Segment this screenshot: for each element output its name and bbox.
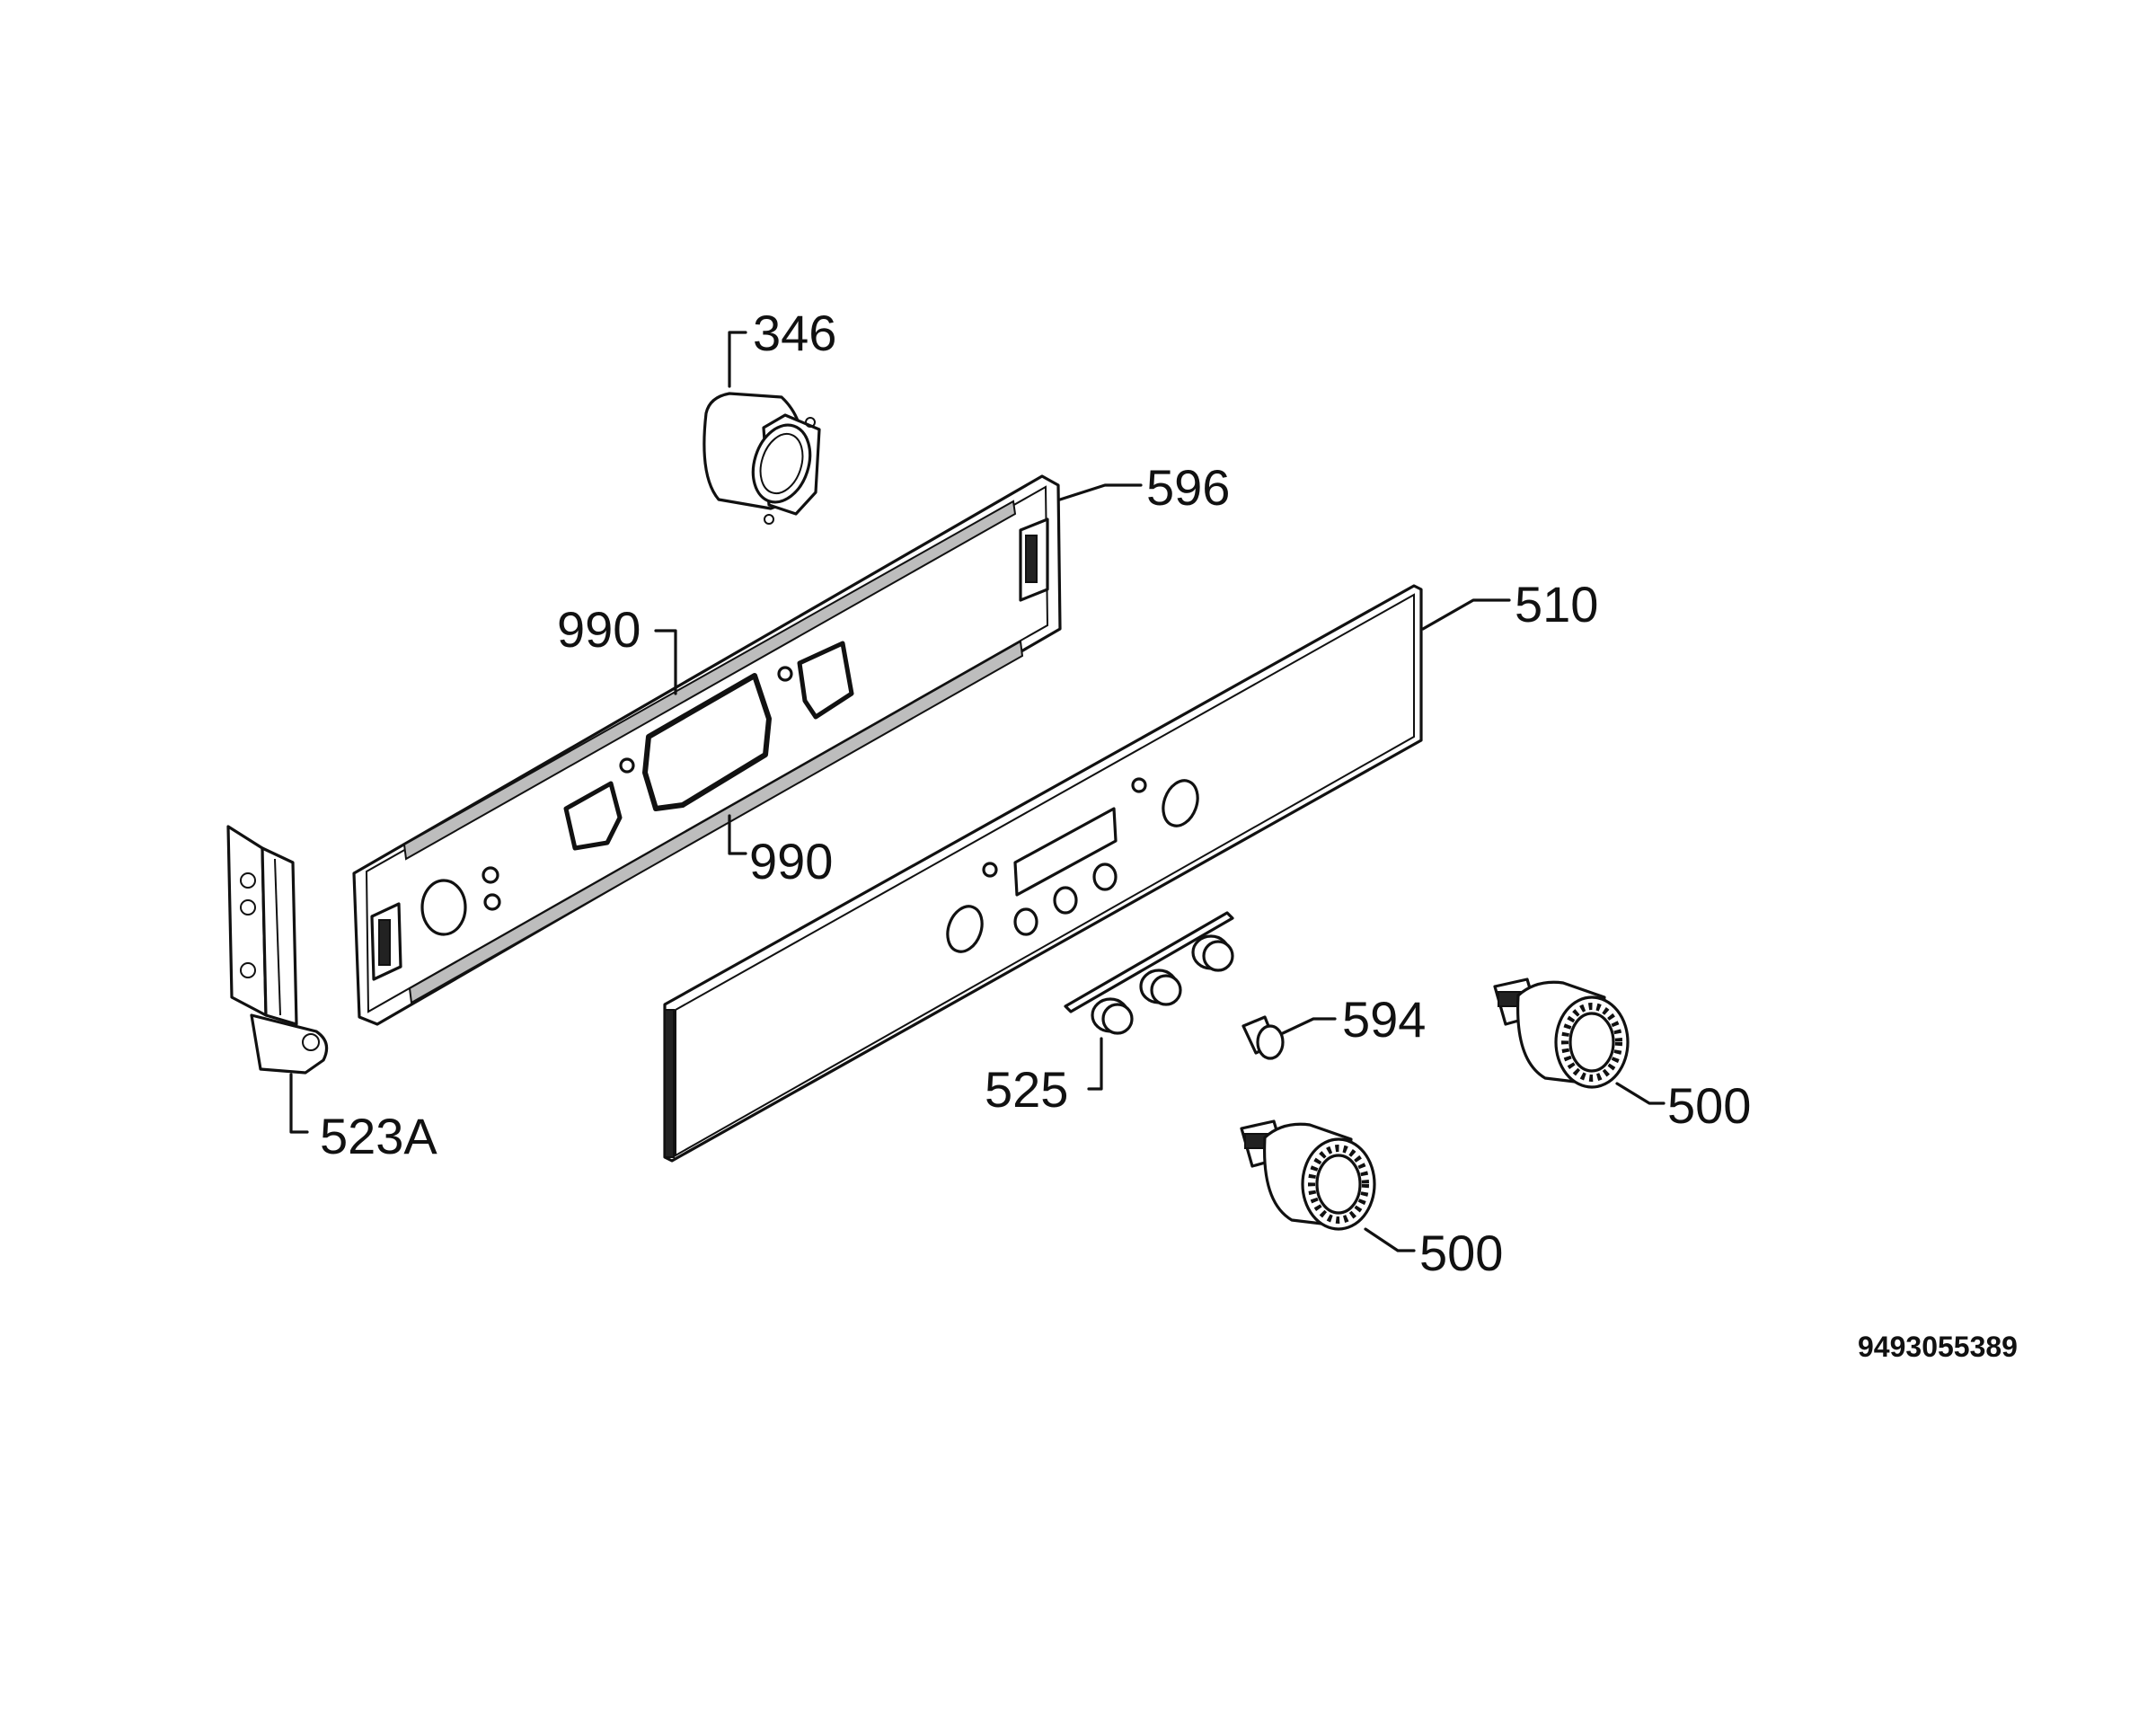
part-525-push-button-set — [1064, 911, 1234, 1035]
part-510-front-control-panel — [663, 584, 1423, 1163]
label-523a: 523A — [320, 1108, 437, 1164]
part-500-control-knob-lower — [1240, 1119, 1376, 1231]
label-510: 510 — [1515, 576, 1598, 632]
label-990-top: 990 — [557, 601, 641, 658]
push-button-3 — [1191, 934, 1234, 972]
label-500-upper: 500 — [1667, 1077, 1751, 1134]
label-346: 346 — [753, 305, 836, 361]
part-523a-side-bracket — [226, 825, 329, 1075]
label-500-lower: 500 — [1419, 1225, 1503, 1281]
part-346-lamp-holder — [702, 392, 821, 525]
drawing-code: 9493055389 — [1858, 1331, 2018, 1363]
label-596: 596 — [1146, 459, 1230, 516]
label-594: 594 — [1342, 991, 1426, 1048]
push-button-1 — [1091, 997, 1134, 1035]
push-button-2 — [1139, 969, 1182, 1006]
label-990-bottom: 990 — [749, 833, 833, 889]
part-596-control-panel-frame — [352, 474, 1062, 1026]
part-594-indicator-lamp — [1241, 1015, 1285, 1060]
label-525: 525 — [985, 1061, 1068, 1118]
part-500-control-knob-upper — [1493, 978, 1630, 1089]
